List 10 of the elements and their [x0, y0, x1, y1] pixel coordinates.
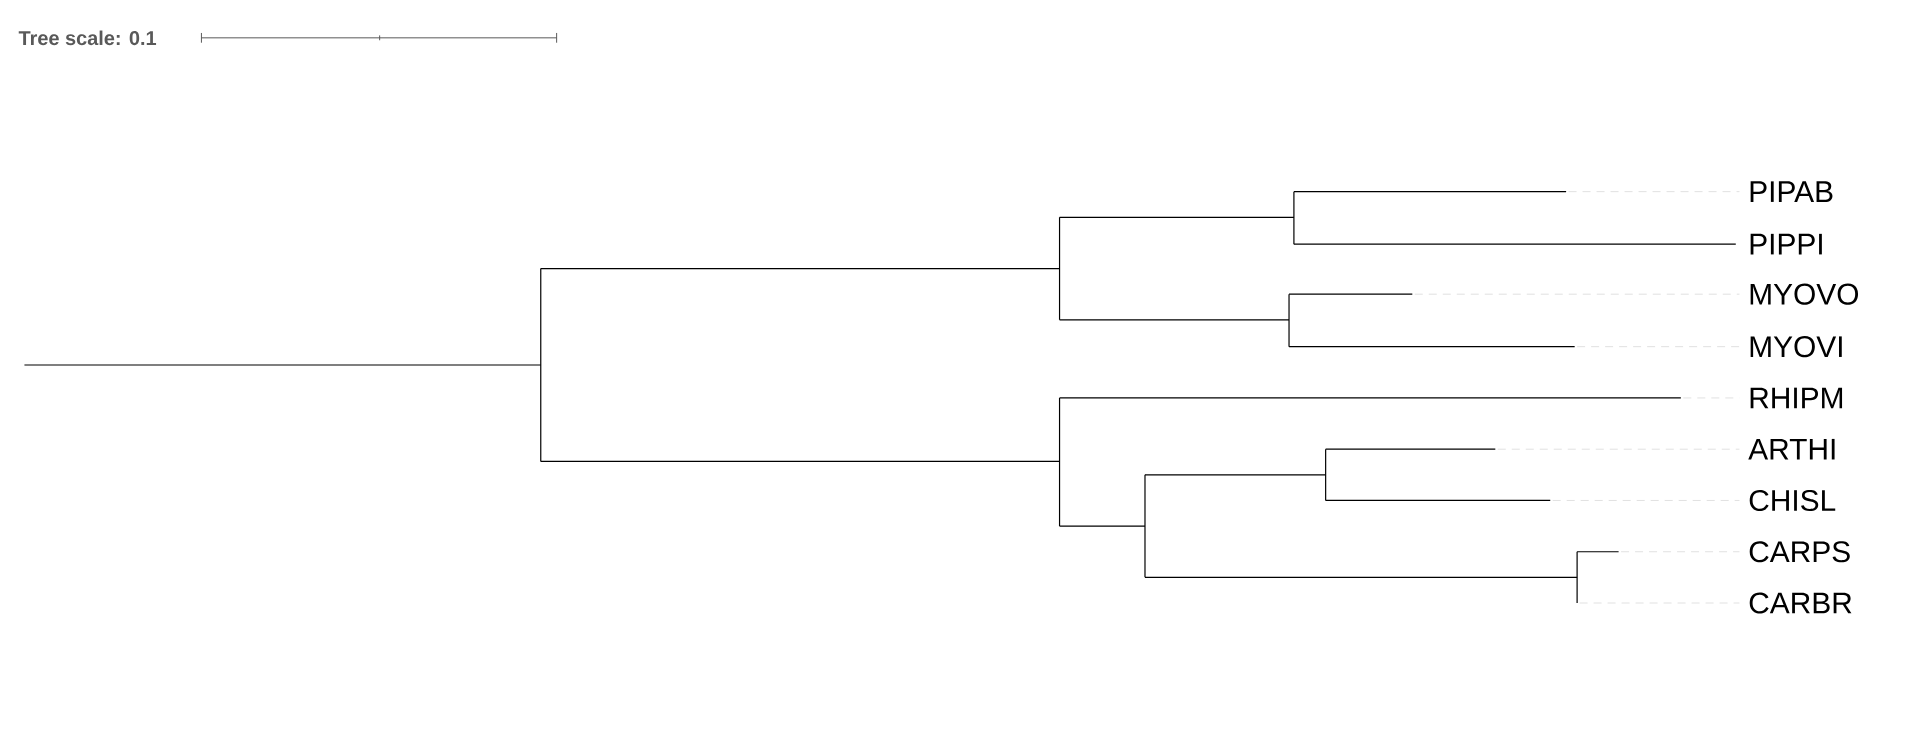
- leaf-label: MYOVI: [1750, 336, 1842, 358]
- leaf-label: PIPPI: [1750, 233, 1822, 255]
- leaf-label: MYOVO: [1750, 283, 1859, 305]
- leaf-label: CARPS: [1749, 541, 1850, 563]
- leaf-label: RHIPM: [1750, 387, 1843, 409]
- leaf-label: CHISL: [1749, 489, 1836, 512]
- leaf-label: PIPAB: [1750, 181, 1833, 202]
- leaf-label: CARBR: [1749, 592, 1852, 614]
- leaf-label: ARTHI: [1748, 438, 1835, 460]
- scale-label: Tree scale: 0.1: [18, 30, 157, 46]
